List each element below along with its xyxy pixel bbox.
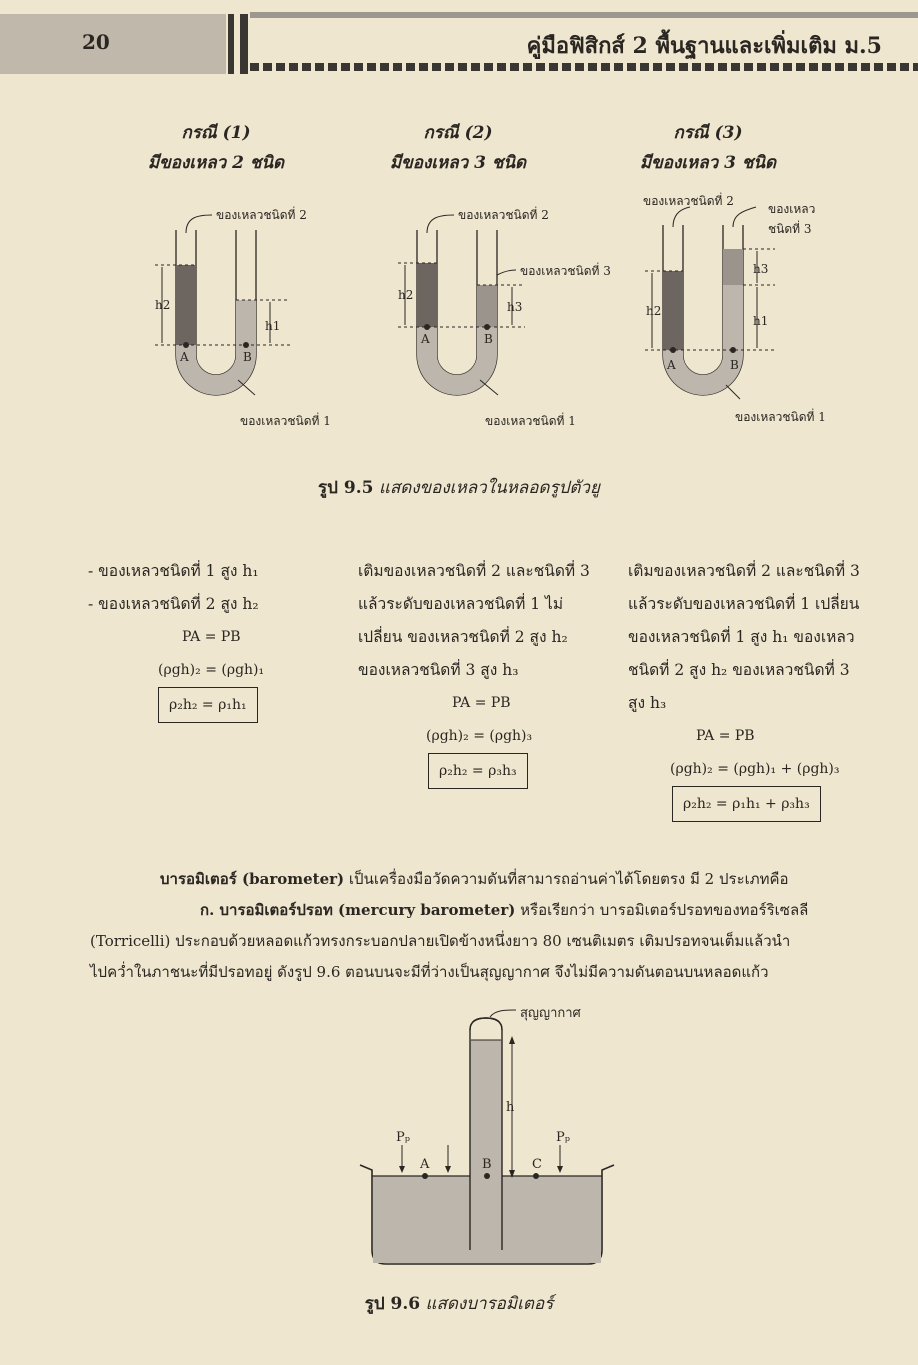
- header-top-line: [250, 12, 918, 18]
- label-h3: h3: [507, 300, 522, 314]
- label-vacuum: สุญญากาศ: [520, 1006, 581, 1021]
- figure-9-5-label: รูป 9.5: [318, 478, 374, 498]
- paragraph-term: บารอมิเตอร์ (barometer): [160, 870, 345, 888]
- col1-line: - ของเหลวชนิดที่ 1 สูง h₁: [88, 562, 259, 580]
- case-3-heading: กรณี (3): [673, 123, 743, 143]
- column-case-3: เติมของเหลวชนิดที่ 2 และชนิดที่ 3 แล้วระ…: [628, 555, 898, 822]
- case-3-subtitle: มีของเหลว 3 ชนิด: [639, 153, 777, 173]
- page-number: 20: [82, 30, 110, 54]
- u-tube-diagrams: ของเหลวชนิดที่ 2 ของเหลวชนิดที่ 1 h2 h1 …: [155, 192, 826, 428]
- case-2-subtitle: มีของเหลว 3 ชนิด: [389, 153, 527, 173]
- case-2-title: กรณี (2) มีของเหลว 3 ชนิด: [348, 118, 568, 178]
- label-liquid3-line2: ชนิดที่ 3: [768, 220, 812, 236]
- label-liquid3-line1: ของเหลว: [768, 202, 815, 216]
- label-point-a: A: [420, 332, 430, 346]
- figure-9-6-text: แสดงบารอมิเตอร์: [425, 1294, 554, 1314]
- header-left-band: [0, 14, 226, 74]
- paragraph-text: ไปคว่ำในภาชนะที่มีปรอทอยู่ ดังรูป 9.6 ตอ…: [90, 963, 769, 981]
- figure-9-6-label: รูป 9.6: [364, 1294, 421, 1314]
- figure-9-5-caption: รูป 9.5 แสดงของเหลวในหลอดรูปตัวยู: [0, 474, 918, 501]
- header-bar: [240, 14, 248, 74]
- col2-result-box: ρ₂h₂ = ρ₃h₃: [428, 753, 528, 789]
- label-point-a: A: [666, 358, 676, 372]
- case-1-subtitle: มีของเหลว 2 ชนิด: [147, 153, 285, 173]
- label-h2: h2: [398, 288, 413, 302]
- label-point-a: A: [179, 350, 189, 364]
- label-atmospheric-pressure: Pₚ: [396, 1130, 410, 1145]
- barometer-paragraph: บารอมิเตอร์ (barometer) เป็นเครื่องมือวั…: [90, 864, 890, 988]
- label-h3: h3: [753, 262, 768, 276]
- col3-line: เติมของเหลวชนิดที่ 2 และชนิดที่ 3: [628, 562, 860, 580]
- col2-equation: (ρgh)₂ = (ρgh)₃: [426, 728, 533, 744]
- header-dashed-line: [250, 63, 918, 71]
- col1-equation: (ρgh)₂ = (ρgh)₁: [158, 662, 265, 678]
- col3-line: ของเหลวชนิดที่ 1 สูง h₁ ของเหลว: [628, 628, 855, 646]
- paragraph-text: หรือเรียกว่า บารอมิเตอร์ปรอทของทอร์ริเซล…: [515, 901, 809, 919]
- figure-9-6-caption: รูป 9.6 แสดงบารอมิเตอร์: [0, 1290, 918, 1317]
- label-liquid3: ของเหลวชนิดที่ 3: [520, 262, 611, 278]
- col1-result-box: ρ₂h₂ = ρ₁h₁: [158, 687, 258, 723]
- paragraph-subheading: ก. บารอมิเตอร์ปรอท (mercury barometer): [200, 901, 516, 919]
- u-tube-case-3: [645, 206, 775, 400]
- col1-line: - ของเหลวชนิดที่ 2 สูง h₂: [88, 595, 259, 613]
- col3-equation: PA = PB: [696, 728, 755, 744]
- col3-line: ชนิดที่ 2 สูง h₂ ของเหลวชนิดที่ 3: [628, 661, 850, 679]
- figure-9-5-text: แสดงของเหลวในหลอดรูปตัวยู: [378, 478, 600, 498]
- u-tube-case-2: [398, 214, 525, 396]
- col3-result-box: ρ₂h₂ = ρ₁h₁ + ρ₃h₃: [672, 786, 821, 822]
- label-liquid2: ของเหลวชนิดที่ 2: [643, 192, 734, 208]
- col1-equation: PA = PB: [182, 629, 241, 645]
- label-h1: h1: [265, 319, 280, 333]
- label-point-a: A: [420, 1157, 430, 1172]
- label-point-c: C: [532, 1157, 542, 1172]
- col2-line: เติมของเหลวชนิดที่ 2 และชนิดที่ 3: [358, 562, 590, 580]
- col2-line: ของเหลวชนิดที่ 3 สูง h₃: [358, 661, 519, 679]
- case-1-heading: กรณี (1): [181, 123, 251, 143]
- col2-equation: PA = PB: [452, 695, 511, 711]
- col2-line: เปลี่ยน ของเหลวชนิดที่ 2 สูง h₂: [358, 628, 568, 646]
- book-title: คู่มือฟิสิกส์ 2 พื้นฐานและเพิ่มเติม ม.5: [526, 33, 882, 59]
- column-case-2: เติมของเหลวชนิดที่ 2 และชนิดที่ 3 แล้วระ…: [358, 555, 616, 789]
- label-point-b: B: [482, 1157, 492, 1172]
- label-h1: h1: [753, 314, 768, 328]
- col3-line: สูง h₃: [628, 694, 667, 712]
- label-atmospheric-pressure: Pₚ: [556, 1130, 570, 1145]
- col3-equation: (ρgh)₂ = (ρgh)₁ + (ρgh)₃: [670, 761, 840, 777]
- u-tube-case-1: [155, 214, 290, 396]
- label-liquid1: ของเหลวชนิดที่ 1: [485, 412, 576, 428]
- label-h2: h2: [646, 304, 661, 318]
- label-liquid1: ของเหลวชนิดที่ 1: [240, 412, 331, 428]
- label-point-b: B: [484, 332, 493, 346]
- label-liquid1: ของเหลวชนิดที่ 1: [735, 408, 826, 424]
- paragraph-text: เป็นเครื่องมือวัดความดันที่สามารถอ่านค่า…: [344, 870, 789, 888]
- header-bar: [228, 14, 234, 74]
- col2-line: แล้วระดับของเหลวชนิดที่ 1 ไม่: [358, 595, 564, 613]
- label-h: h: [506, 1100, 515, 1115]
- case-2-heading: กรณี (2): [423, 123, 493, 143]
- label-point-b: B: [730, 358, 739, 372]
- case-1-title: กรณี (1) มีของเหลว 2 ชนิด: [106, 118, 326, 178]
- paragraph-text: (Torricelli) ประกอบด้วยหลอดแก้วทรงกระบอก…: [90, 932, 791, 950]
- label-point-b: B: [243, 350, 252, 364]
- col3-line: แล้วระดับของเหลวชนิดที่ 1 เปลี่ยน: [628, 595, 860, 613]
- label-h2: h2: [155, 298, 170, 312]
- column-case-1: - ของเหลวชนิดที่ 1 สูง h₁ - ของเหลวชนิดท…: [88, 555, 318, 723]
- label-liquid2: ของเหลวชนิดที่ 2: [458, 206, 549, 222]
- case-3-title: กรณี (3) มีของเหลว 3 ชนิด: [598, 118, 818, 178]
- barometer-diagram: [359, 1009, 615, 1265]
- label-liquid2: ของเหลวชนิดที่ 2: [216, 206, 307, 222]
